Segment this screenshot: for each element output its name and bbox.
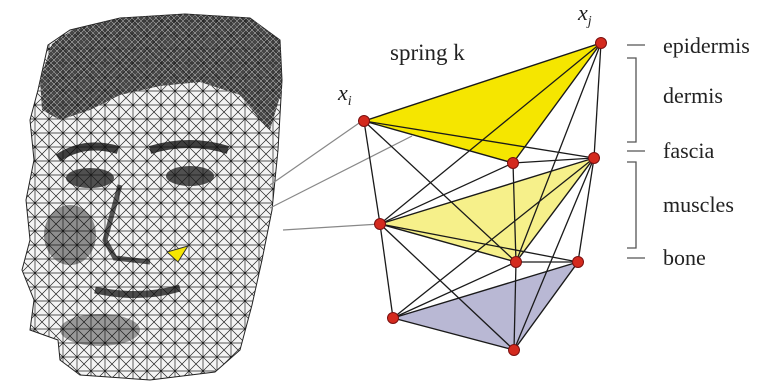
tissue-model [358, 37, 607, 356]
layer-label-muscles: muscles [663, 192, 734, 217]
cheek-shadow [44, 205, 96, 265]
bottom-layer-triangle [390, 260, 580, 351]
brow-left [55, 142, 120, 162]
cheek-element-triangle [165, 245, 190, 263]
leader-line-top [269, 120, 363, 186]
dermis-bracket [627, 57, 637, 143]
leader-lines [269, 120, 413, 231]
layer-label-fascia: fascia [663, 138, 715, 163]
layer-label-dermis: dermis [663, 83, 723, 108]
node-xj [595, 37, 607, 49]
middle-layer-triangle [377, 156, 596, 263]
face-mesh-image [21, 13, 283, 381]
node-label-xj: xj [577, 0, 592, 29]
hair-region [40, 14, 282, 130]
spring-label: spring k [390, 40, 465, 65]
muscles-bracket [627, 161, 637, 249]
top-layer-triangle [361, 41, 603, 164]
node-xi [358, 115, 370, 127]
brow-right [148, 140, 230, 154]
node-mid-front [510, 256, 522, 268]
node-top-front [507, 157, 519, 169]
leader-line-lower [282, 223, 381, 231]
node-bottom-right [572, 256, 584, 268]
node-bottom-left [387, 312, 399, 324]
spring-edges [363, 42, 602, 351]
eye-left [66, 168, 114, 188]
layer-label-epidermis: epidermis [663, 33, 750, 58]
eye-right [166, 166, 214, 186]
node-label-xi: xi [337, 80, 352, 109]
node-mid-right [588, 152, 600, 164]
mass-nodes [358, 37, 607, 356]
nose-shadow [102, 184, 151, 265]
node-mid-left [374, 218, 386, 230]
node-bottom-front [508, 344, 520, 356]
layer-brackets [627, 44, 645, 259]
layer-label-bone: bone [663, 245, 706, 270]
mouth [94, 284, 182, 298]
chin-shadow [60, 314, 140, 346]
leader-line-middle [269, 135, 413, 209]
